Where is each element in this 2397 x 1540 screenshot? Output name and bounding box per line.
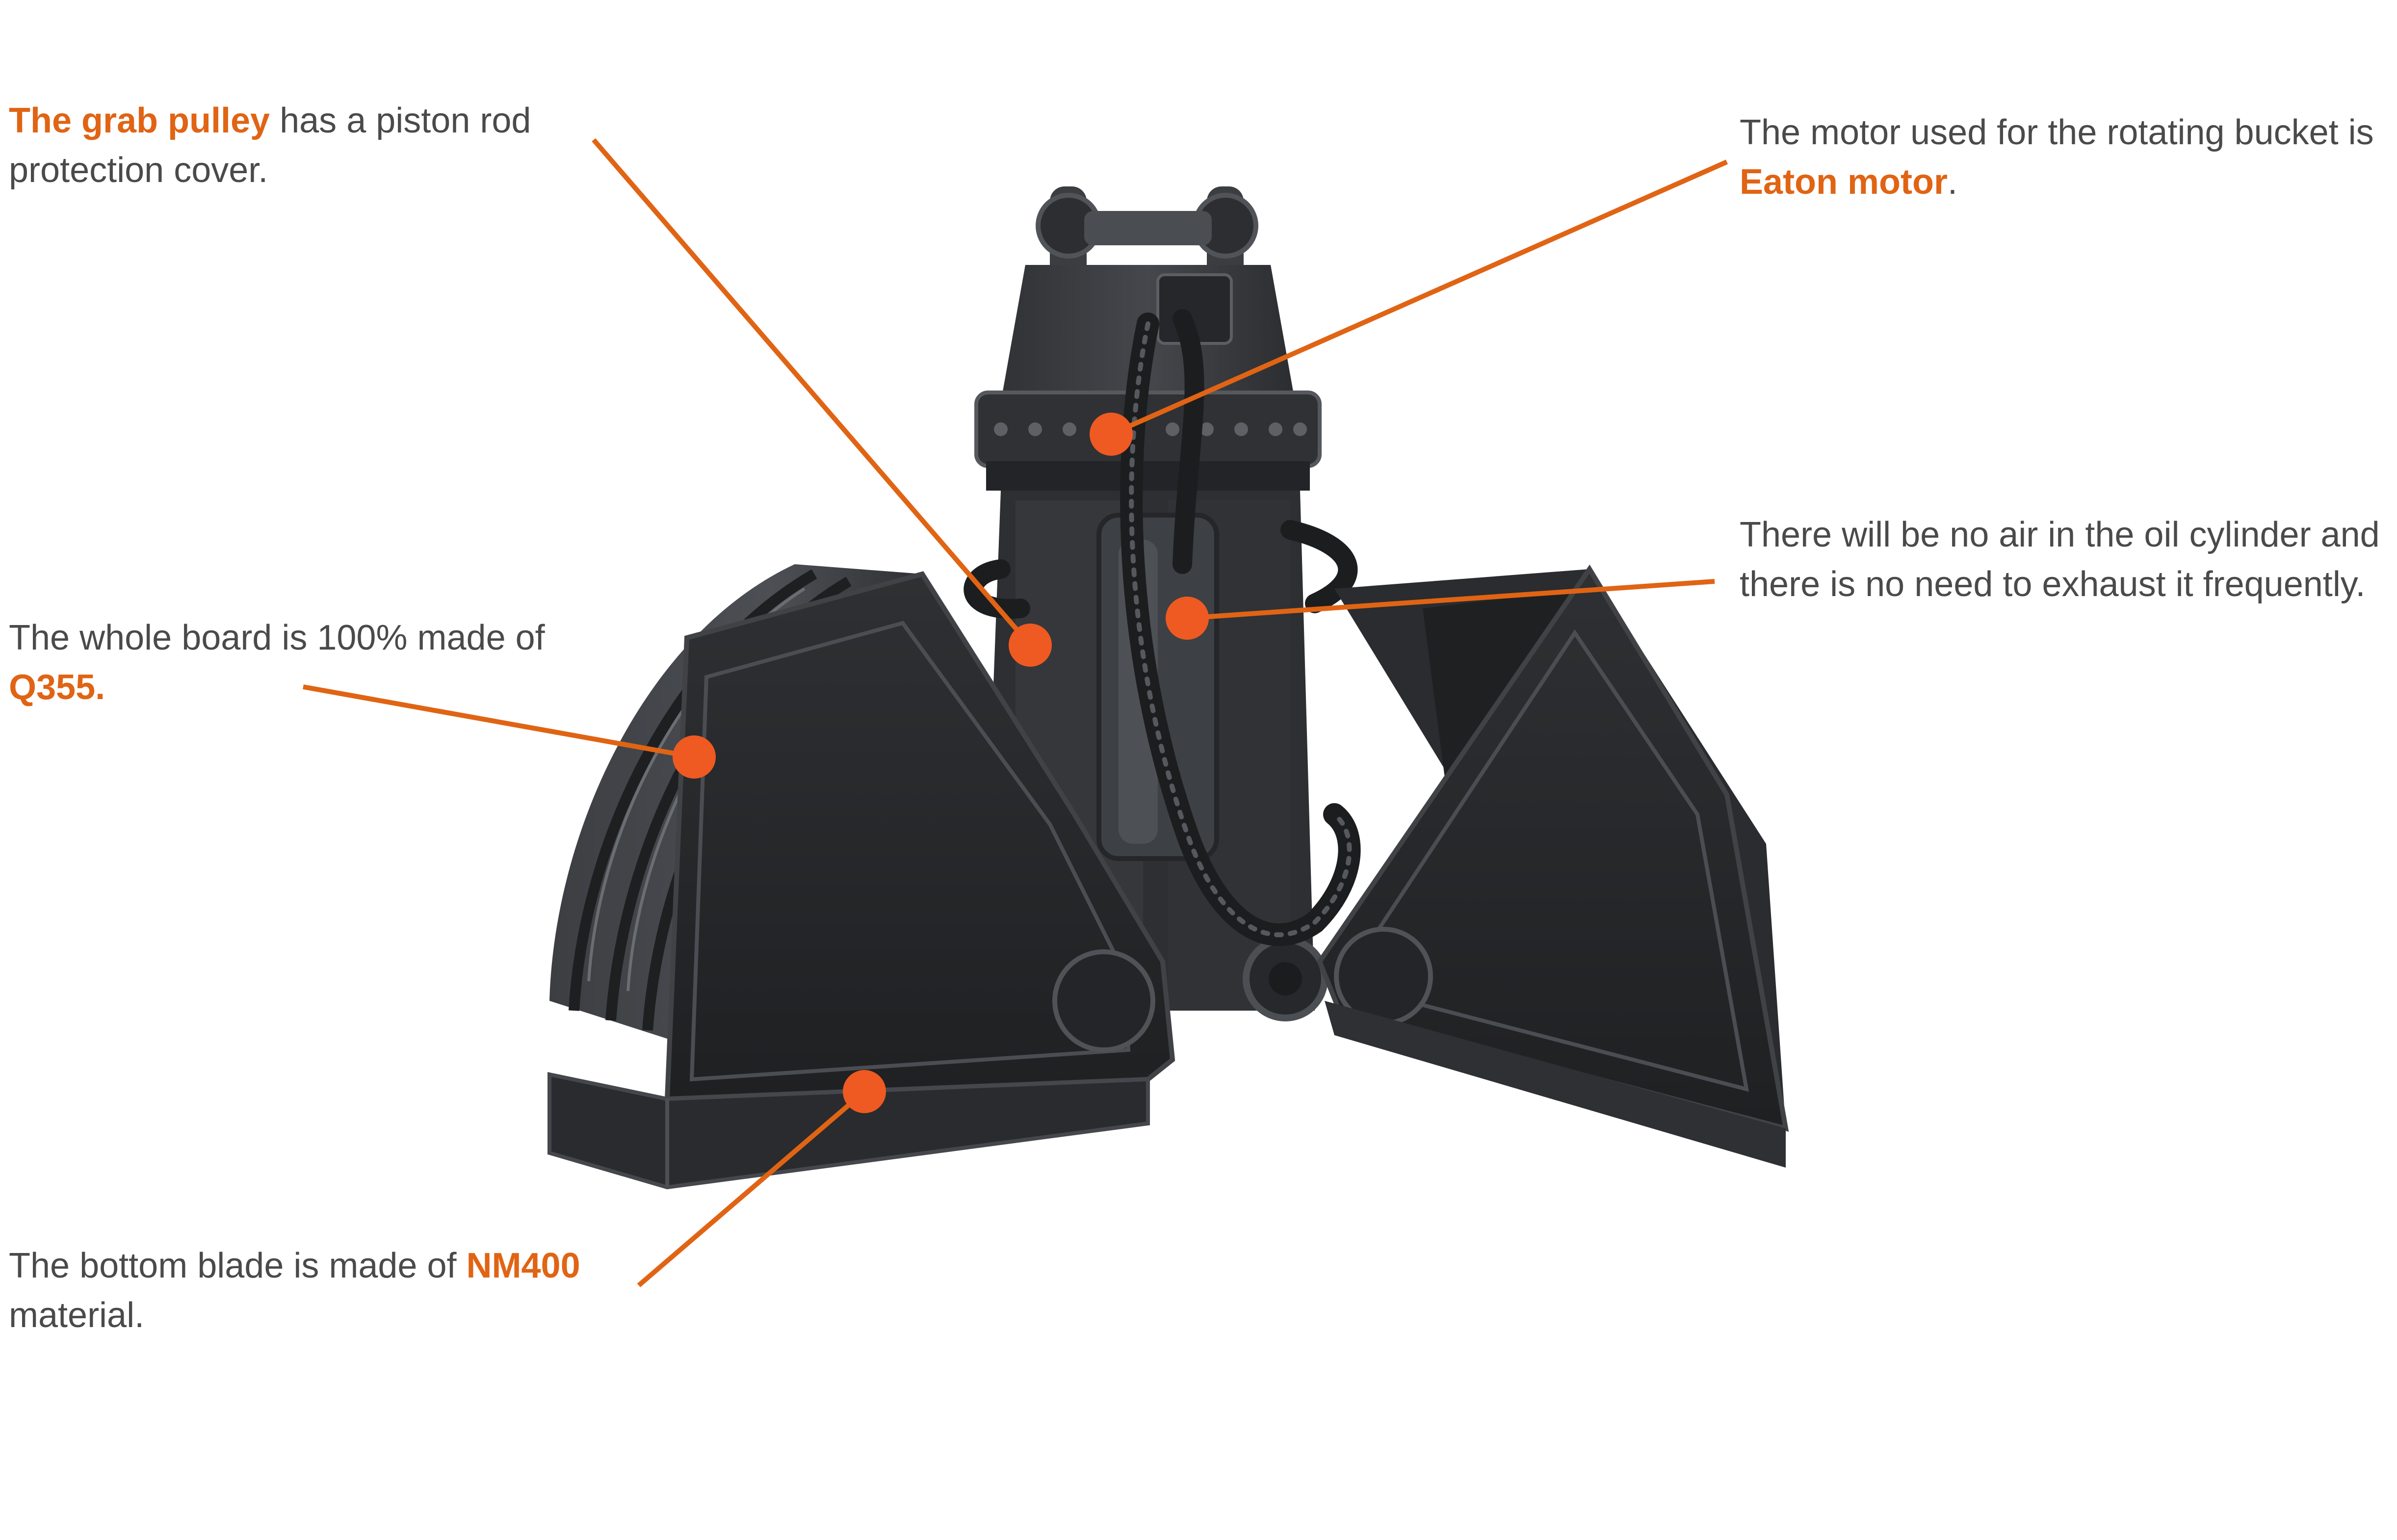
motor-callout-text-end: . bbox=[1947, 162, 1957, 202]
board-callout-highlight: Q355. bbox=[9, 668, 105, 707]
motor-callout-highlight: Eaton motor bbox=[1740, 162, 1948, 202]
cylinder-callout-text: There will be no air in the oil cylinder… bbox=[1740, 515, 2380, 604]
blade-callout: The bottom blade is made of NM400 materi… bbox=[9, 1241, 647, 1340]
grab-bucket-illustration bbox=[547, 186, 1789, 1190]
pulley-callout: The grab pulley has a piston rod protect… bbox=[9, 96, 598, 195]
motor-leader-line bbox=[1110, 159, 1728, 437]
board-callout-text: The whole board is 100% made of bbox=[9, 618, 545, 657]
board-callout: The whole board is 100% made of Q355. bbox=[9, 613, 598, 712]
pulley-callout-text: has a piston rod protection cover. bbox=[9, 101, 531, 190]
pulley-callout-highlight: The grab pulley bbox=[9, 101, 270, 140]
blade-callout-highlight: NM400 bbox=[466, 1246, 580, 1285]
left-clamshell bbox=[547, 564, 1175, 1190]
board-leader-line bbox=[303, 684, 695, 759]
pulley-leader-line bbox=[592, 138, 1032, 647]
blade-leader-line bbox=[637, 1090, 866, 1287]
cylinder-leader-line bbox=[1187, 579, 1715, 621]
blade-callout-text: The bottom blade is made of bbox=[9, 1246, 467, 1285]
blade-marker[interactable] bbox=[843, 1070, 886, 1113]
blade-callout-text-end: material. bbox=[9, 1296, 145, 1335]
leader-lines bbox=[303, 138, 1728, 1287]
motor-callout: The motor used for the rotating bucket i… bbox=[1740, 108, 2397, 207]
cylinder-marker[interactable] bbox=[1166, 597, 1209, 640]
board-marker[interactable] bbox=[673, 735, 716, 779]
right-clamshell bbox=[1317, 564, 1789, 1168]
rotator-flange bbox=[974, 391, 1322, 491]
motor-marker[interactable] bbox=[1090, 413, 1133, 456]
motor-callout-text: The motor used for the rotating bucket i… bbox=[1740, 113, 2374, 152]
hydraulic-hoses bbox=[964, 309, 1361, 946]
markers bbox=[673, 413, 1209, 1113]
pulley-marker[interactable] bbox=[1009, 624, 1052, 667]
cylinder-callout: There will be no air in the oil cylinder… bbox=[1740, 510, 2397, 609]
